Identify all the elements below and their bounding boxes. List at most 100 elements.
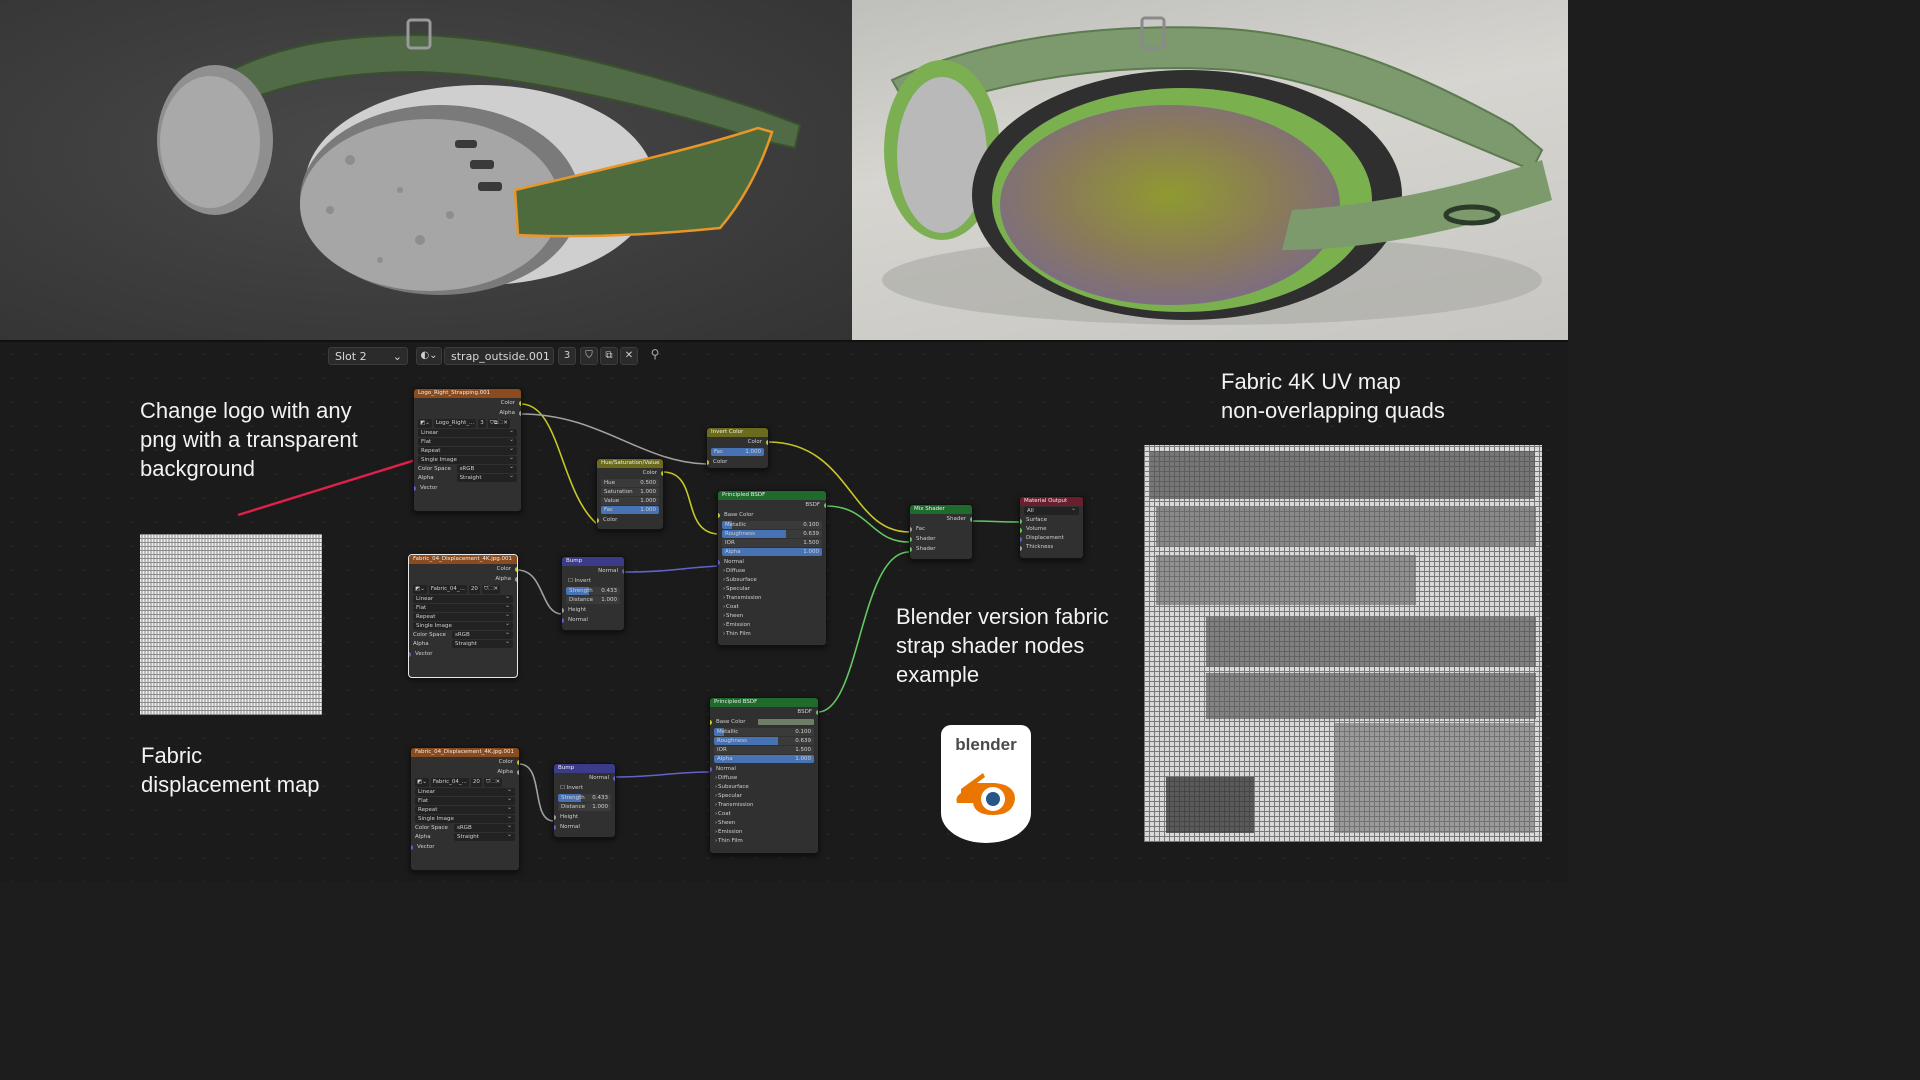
area-divider[interactable] [0, 340, 1568, 342]
render-target-dropdown[interactable]: All [1024, 505, 1079, 515]
panel-sheen[interactable]: Sheen [718, 612, 826, 621]
image-selector[interactable]: ◩⌄Logo_Right_...3⛉⧉🗀✕ [418, 419, 510, 428]
link-mix-output [971, 520, 1020, 523]
viewport-solid[interactable] [0, 0, 852, 340]
panel-coat[interactable]: Coat [718, 603, 826, 612]
material-browse-icon[interactable]: ◐⌄ [416, 347, 442, 365]
user-count-button[interactable]: 3 [558, 347, 576, 365]
panel-thin-film[interactable]: Thin Film [710, 837, 818, 846]
panel-coat[interactable]: Coat [710, 810, 818, 819]
panel-subsurface[interactable]: Subsurface [710, 783, 818, 792]
socket-shader-a-in: Shader [910, 534, 972, 544]
node-image-texture-logo[interactable]: Logo_Right_Strapping.001 Color Alpha ◩⌄L… [413, 388, 522, 512]
image-selector[interactable]: ◩⌄Fabric_04_...20⛉🗀✕ [413, 585, 501, 594]
shader-node-editor[interactable]: Slot 2 ⌄ ◐⌄ strap_outside.001 3 ⛉ ⧉ ✕ ⚲ … [0, 342, 1568, 882]
material-name-field[interactable]: strap_outside.001 [444, 347, 554, 365]
socket-displacement-in: Displacement [1020, 534, 1083, 543]
extension-dropdown[interactable]: Repeat [418, 445, 517, 455]
pin-icon[interactable]: ⚲ [650, 347, 660, 361]
socket-base-color-in[interactable]: Base Color [710, 717, 818, 727]
node-image-texture-fabric-1[interactable]: Fabric_04_Displacement_4K.jpg.001 Color … [408, 554, 518, 678]
panel-specular[interactable]: Specular [718, 585, 826, 594]
fake-user-shield-icon[interactable]: ⛉ [580, 347, 598, 365]
blender-logo: blender [941, 725, 1031, 843]
node-principled-bsdf-2[interactable]: Principled BSDF BSDF Base Color Metallic… [709, 697, 819, 854]
socket-vector-in: Vector [414, 483, 521, 493]
viewport-rendered[interactable] [852, 0, 1568, 340]
panel-diffuse[interactable]: Diffuse [710, 774, 818, 783]
panel-subsurface[interactable]: Subsurface [718, 576, 826, 585]
duplicate-material-icon[interactable]: ⧉ [600, 347, 618, 365]
image-selector[interactable]: ◩⌄Fabric_04_...20⛉🗀✕ [415, 778, 503, 787]
panel-sheen[interactable]: Sheen [710, 819, 818, 828]
interpolation-dropdown[interactable]: Linear [415, 786, 515, 796]
node-principled-bsdf-1[interactable]: Principled BSDF BSDF Base Color Metallic… [717, 490, 827, 646]
base-color-swatch[interactable] [758, 719, 814, 725]
node-title: Logo_Right_Strapping.001 [414, 389, 521, 398]
extension-dropdown[interactable]: Repeat [413, 611, 513, 621]
link-bump1-bsdf1 [623, 565, 719, 573]
invert-checkbox[interactable]: ☐ Invert [560, 785, 583, 791]
node-mix-shader[interactable]: Mix Shader Shader Fac Shader Shader [909, 504, 973, 560]
link-bsdf1-mix [825, 505, 910, 543]
material-name: strap_outside.001 [451, 350, 550, 363]
socket-color-out: Color [707, 437, 768, 447]
interpolation-dropdown[interactable]: Linear [413, 593, 513, 603]
node-material-output[interactable]: Material Output All Surface Volume Displ… [1019, 496, 1084, 559]
unlink-close-icon[interactable]: ✕ [620, 347, 638, 365]
interpolation-dropdown[interactable]: Linear [418, 427, 517, 437]
socket-color-out: Color [409, 564, 517, 574]
projection-dropdown[interactable]: Flat [413, 602, 513, 612]
source-dropdown[interactable]: Single Image [418, 454, 517, 464]
panel-transmission[interactable]: Transmission [710, 801, 818, 810]
panel-specular[interactable]: Specular [710, 792, 818, 801]
panel-emission[interactable]: Emission [710, 828, 818, 837]
panel-transmission[interactable]: Transmission [718, 594, 826, 603]
socket-vector-in: Vector [411, 842, 519, 852]
socket-base-color-in: Base Color [718, 510, 826, 520]
socket-shader-out: Shader [910, 514, 972, 524]
node-image-texture-fabric-2[interactable]: Fabric_04_Displacement_4K.jpg.001 Color … [410, 747, 520, 871]
projection-dropdown[interactable]: Flat [418, 436, 517, 446]
panel-thin-film[interactable]: Thin Film [718, 630, 826, 639]
panel-emission[interactable]: Emission [718, 621, 826, 630]
extension-dropdown[interactable]: Repeat [415, 804, 515, 814]
socket-normal-out: Normal [554, 773, 615, 783]
source-dropdown[interactable]: Single Image [415, 813, 515, 823]
link-logo-color-hsv [520, 403, 598, 525]
fabric-annotation: Fabric displacement map [141, 743, 320, 797]
material-slot-dropdown[interactable]: Slot 2 ⌄ [328, 347, 408, 365]
source-dropdown[interactable]: Single Image [413, 620, 513, 630]
projection-dropdown[interactable]: Flat [415, 795, 515, 805]
invert-checkbox[interactable]: ☐ Invert [568, 578, 591, 584]
panel-diffuse[interactable]: Diffuse [718, 567, 826, 576]
socket-color-out: Color [414, 398, 521, 408]
